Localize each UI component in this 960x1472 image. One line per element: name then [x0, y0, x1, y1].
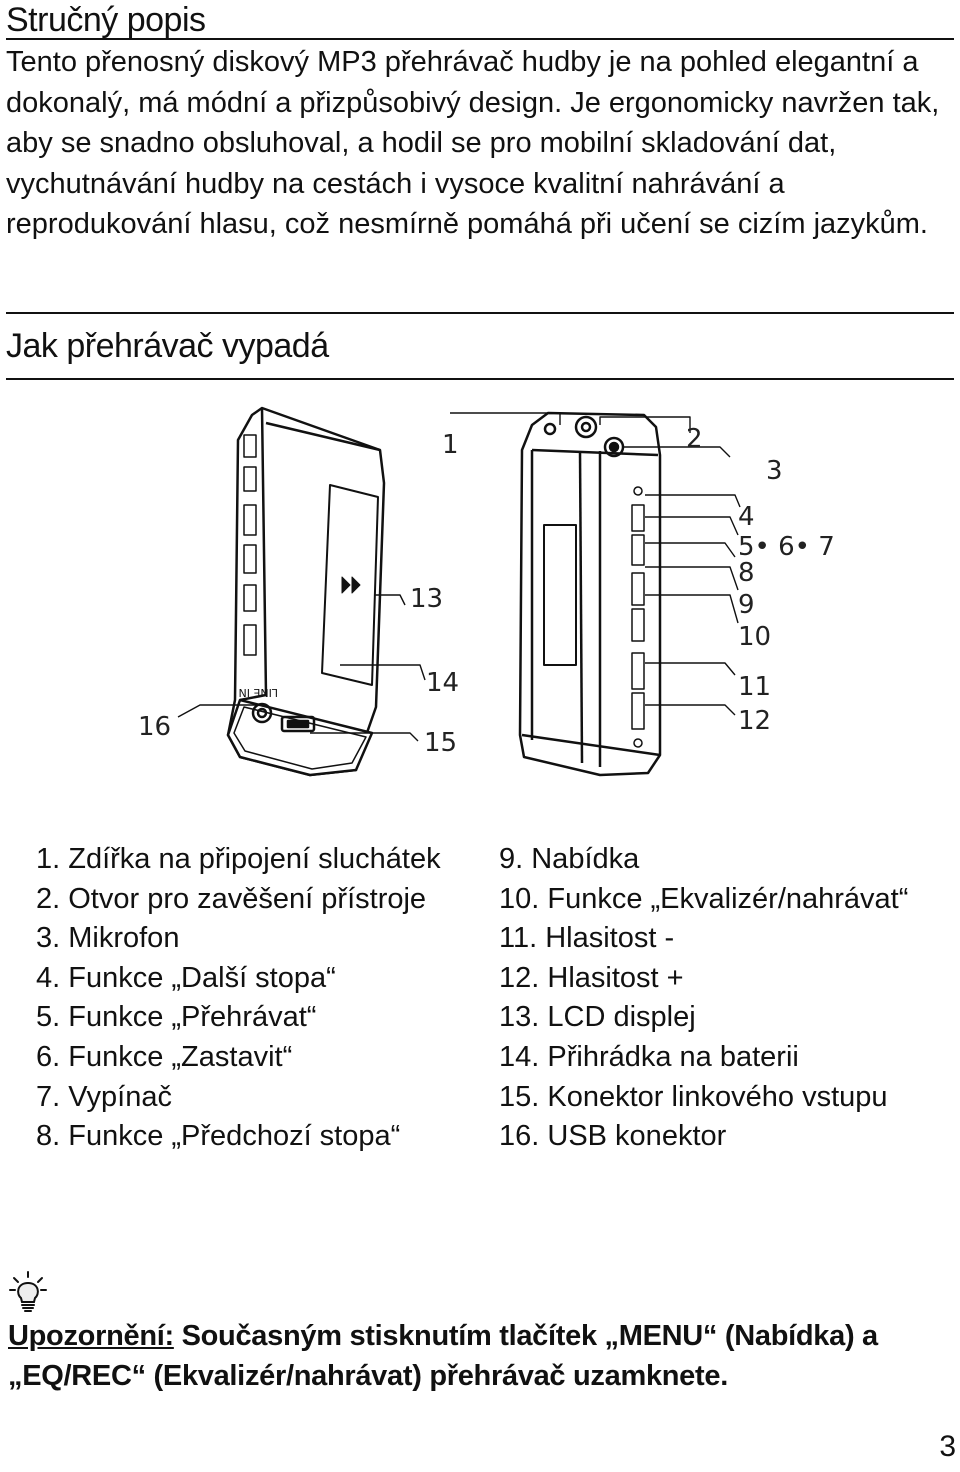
warning-text: Současným stisknutím tlačítek „MENU“ (Na…: [8, 1320, 878, 1392]
legend-item: 13. LCD displej: [499, 1001, 696, 1034]
lightbulb-icon: [9, 1271, 47, 1312]
warning-note: Upozornění: Současným stisknutím tlačíte…: [8, 1316, 948, 1396]
diagram-label-13: 13: [410, 584, 443, 614]
legend-item: 4. Funkce „Další stopa“: [36, 961, 336, 994]
legend-item: 12. Hlasitost +: [499, 961, 684, 994]
device-back-view: LINE IN: [226, 406, 386, 777]
diagram-label-1: 1: [442, 430, 459, 460]
player-diagram: LINE IN: [138, 406, 835, 777]
legend-item: 11. Hlasitost -: [499, 922, 675, 955]
page-number: 3: [939, 1430, 956, 1463]
summary-paragraph: Tento přenosný diskový MP3 přehrávač hud…: [6, 46, 940, 240]
diagram-label-10: 10: [738, 622, 771, 652]
legend-right-column: 9. Nabídka 10. Funkce „Ekvalizér/nahráva…: [499, 840, 908, 1157]
diagram-label-2: 2: [686, 424, 703, 454]
legend-item: 10. Funkce „Ekvalizér/nahrávat“: [499, 882, 909, 915]
diagram-label-12: 12: [738, 706, 771, 736]
diagram-label-4: 4: [738, 502, 755, 532]
legend-item: 15. Konektor linkového vstupu: [499, 1080, 888, 1113]
warning-label: Upozornění:: [8, 1320, 174, 1352]
diagram-label-16: 16: [138, 712, 171, 742]
legend-item: 1. Zdířka na připojení sluchátek: [36, 843, 441, 875]
section-title-summary: Stručný popis: [6, 0, 954, 40]
diagram-label-9: 9: [738, 590, 755, 620]
legend-item: 2. Otvor pro zavěšení přístroje: [36, 882, 427, 915]
legend-item: 3. Mikrofon: [36, 922, 180, 955]
diagram-label-3: 3: [766, 456, 783, 486]
device-front-view: [518, 411, 662, 777]
legend-item: 7. Vypínač: [36, 1080, 172, 1113]
legend-left-column: 1. Zdířka na připojení sluchátek 2. Otvo…: [36, 840, 441, 1157]
legend-item: 6. Funkce „Zastavit“: [36, 1040, 293, 1073]
diagram-number-labels: 1 2 3 4 5• 6• 7 8 9 10 11 12 13 14 15 16: [138, 424, 835, 758]
section-title-appearance: Jak přehrávač vypadá: [6, 312, 954, 380]
diagram-label-5-6-7: 5• 6• 7: [738, 532, 835, 562]
legend-item: 9. Nabídka: [499, 843, 640, 875]
diagram-label-15: 15: [424, 728, 457, 758]
legend-item: 5. Funkce „Přehrávat“: [36, 1001, 317, 1034]
diagram-label-11: 11: [738, 672, 771, 702]
diagram-label-14: 14: [426, 668, 459, 698]
legend-item: 14. Přihrádka na baterii: [499, 1040, 799, 1073]
legend-item: 8. Funkce „Předchozí stopa“: [36, 1120, 401, 1153]
legend-item: 16. USB konektor: [499, 1120, 727, 1153]
svg-text:LINE IN: LINE IN: [238, 686, 278, 699]
diagram-label-8: 8: [738, 558, 755, 588]
